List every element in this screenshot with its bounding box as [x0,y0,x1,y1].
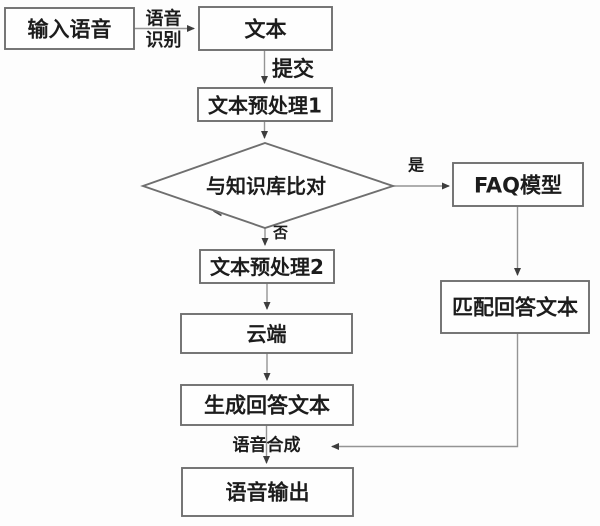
node-text-preprocess-1-label: 文本预处理1 [208,94,322,118]
edge-label-no: 否 [272,224,288,242]
node-match-answer-text-label: 匹配回答文本 [452,296,578,320]
edge-label-yes: 是 [407,156,424,175]
node-speech-output-label: 语音输出 [226,481,310,505]
node-generate-answer-text [180,384,354,426]
node-text-preprocess-2 [199,249,335,284]
node-faq-model [452,162,584,207]
edge-label-submit: 提交 [272,57,314,81]
decision-knowledge-base-compare-label: 与知识库比对 [206,174,326,198]
node-cloud [180,313,353,354]
node-text-label: 文本 [245,18,287,42]
node-text [198,6,333,51]
node-generate-answer-text-label: 生成回答文本 [204,394,330,418]
node-match-answer-text [440,280,590,334]
decision-knowledge-base-compare [140,141,397,230]
edge-label-speech-recognition-line2: 识别 [146,30,182,51]
node-text-preprocess-1 [197,87,333,122]
edge-label-speech-recognition-line1: 语音 [146,8,182,30]
node-cloud-label: 云端 [247,322,287,346]
node-input-speech [4,7,135,50]
node-input-speech-label: 输入语音 [28,18,112,42]
node-text-preprocess-2-label: 文本预处理2 [210,255,324,279]
node-speech-output [181,467,354,517]
edge-label-speech-synthesis: 语音合成 [233,435,301,456]
edge-match-answer-to-synthesis [331,333,519,450]
node-faq-model-label: FAQ模型 [474,174,562,198]
